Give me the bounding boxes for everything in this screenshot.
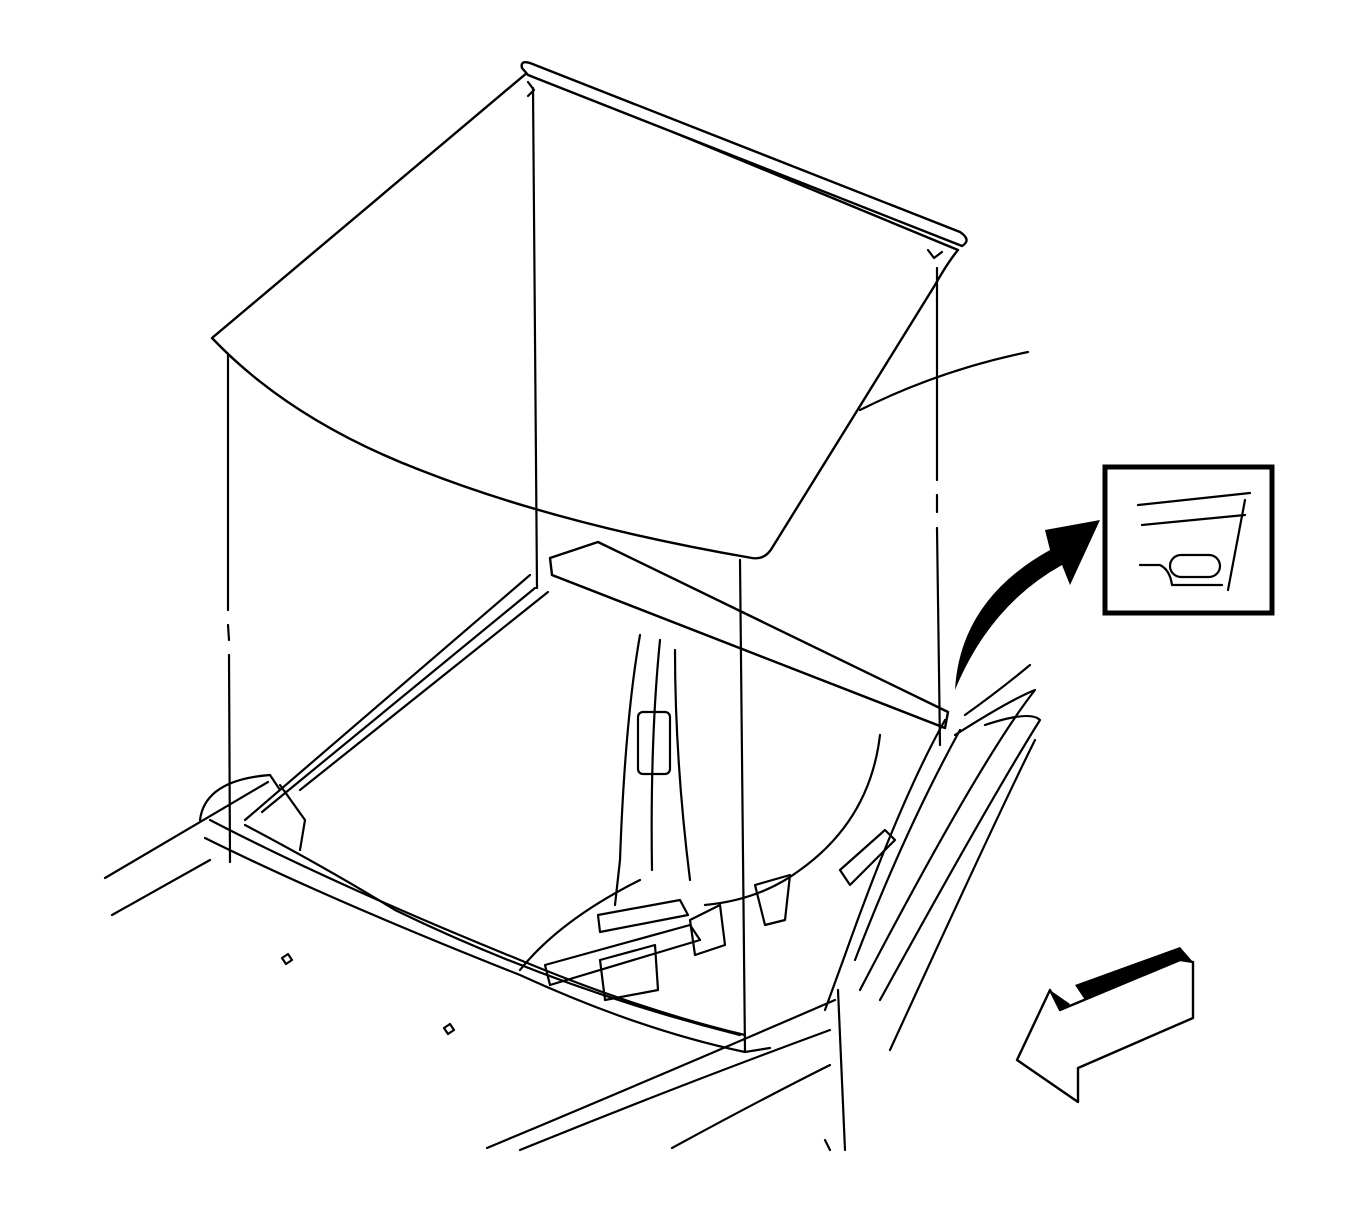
left-pillar-inner (260, 586, 537, 814)
right-pillar-outer (878, 714, 1042, 1002)
interior-opening (636, 710, 672, 776)
dash-slot (838, 828, 897, 887)
interior-pillar (613, 633, 642, 907)
left-corner-bracket (278, 783, 307, 852)
a-pillar-lower (836, 988, 847, 1152)
roof-contour-line (858, 350, 1030, 412)
guide-line-center-right (738, 558, 747, 1054)
interior-pillar (650, 638, 662, 872)
windshield-glass (210, 60, 1030, 560)
right-pillar-outer (858, 688, 1037, 992)
door-line (888, 738, 1037, 1052)
roof-header-strip (548, 540, 950, 730)
hood-edge-line (103, 780, 270, 880)
windshield-upper-molding (520, 60, 968, 248)
a-pillar-lower (823, 1138, 832, 1152)
interior-curve (518, 878, 642, 972)
cowl-outer (203, 836, 772, 1054)
hood-edge-line (110, 858, 212, 917)
cowl-flange (243, 823, 742, 1037)
alignment-guides (226, 86, 942, 1054)
roof-header-edge (550, 573, 947, 730)
dash-opening (598, 943, 660, 1002)
vehicle-front-direction-arrow-icon (1015, 947, 1195, 1104)
windshield-clip-detail-icon (1102, 464, 1275, 616)
right-pillar-mid (853, 728, 962, 962)
guide-line-center-left (531, 86, 539, 590)
interior-pillar (673, 648, 692, 882)
guide-line-left (226, 353, 232, 864)
guide-line-right (935, 266, 942, 747)
vehicle-body (103, 540, 1042, 1152)
fender-line (670, 1063, 832, 1150)
hood-marks (280, 952, 456, 1036)
right-pillar-inner (823, 718, 947, 1012)
dash-vent (596, 898, 690, 934)
dash-bracket (688, 903, 727, 957)
fender-line (518, 1028, 832, 1152)
roof-rail-line (963, 663, 1032, 717)
fender-line (485, 998, 837, 1150)
dash-bracket (753, 873, 792, 927)
interior-curve (703, 733, 882, 907)
left-pillar-flange (298, 590, 550, 792)
curved-arrow-icon (955, 520, 1100, 690)
cowl-inner (208, 818, 747, 1037)
cowl-left-corner (198, 773, 282, 822)
dash-panel (543, 923, 702, 987)
left-pillar-outer (243, 573, 532, 822)
windshield-panel (210, 70, 960, 560)
